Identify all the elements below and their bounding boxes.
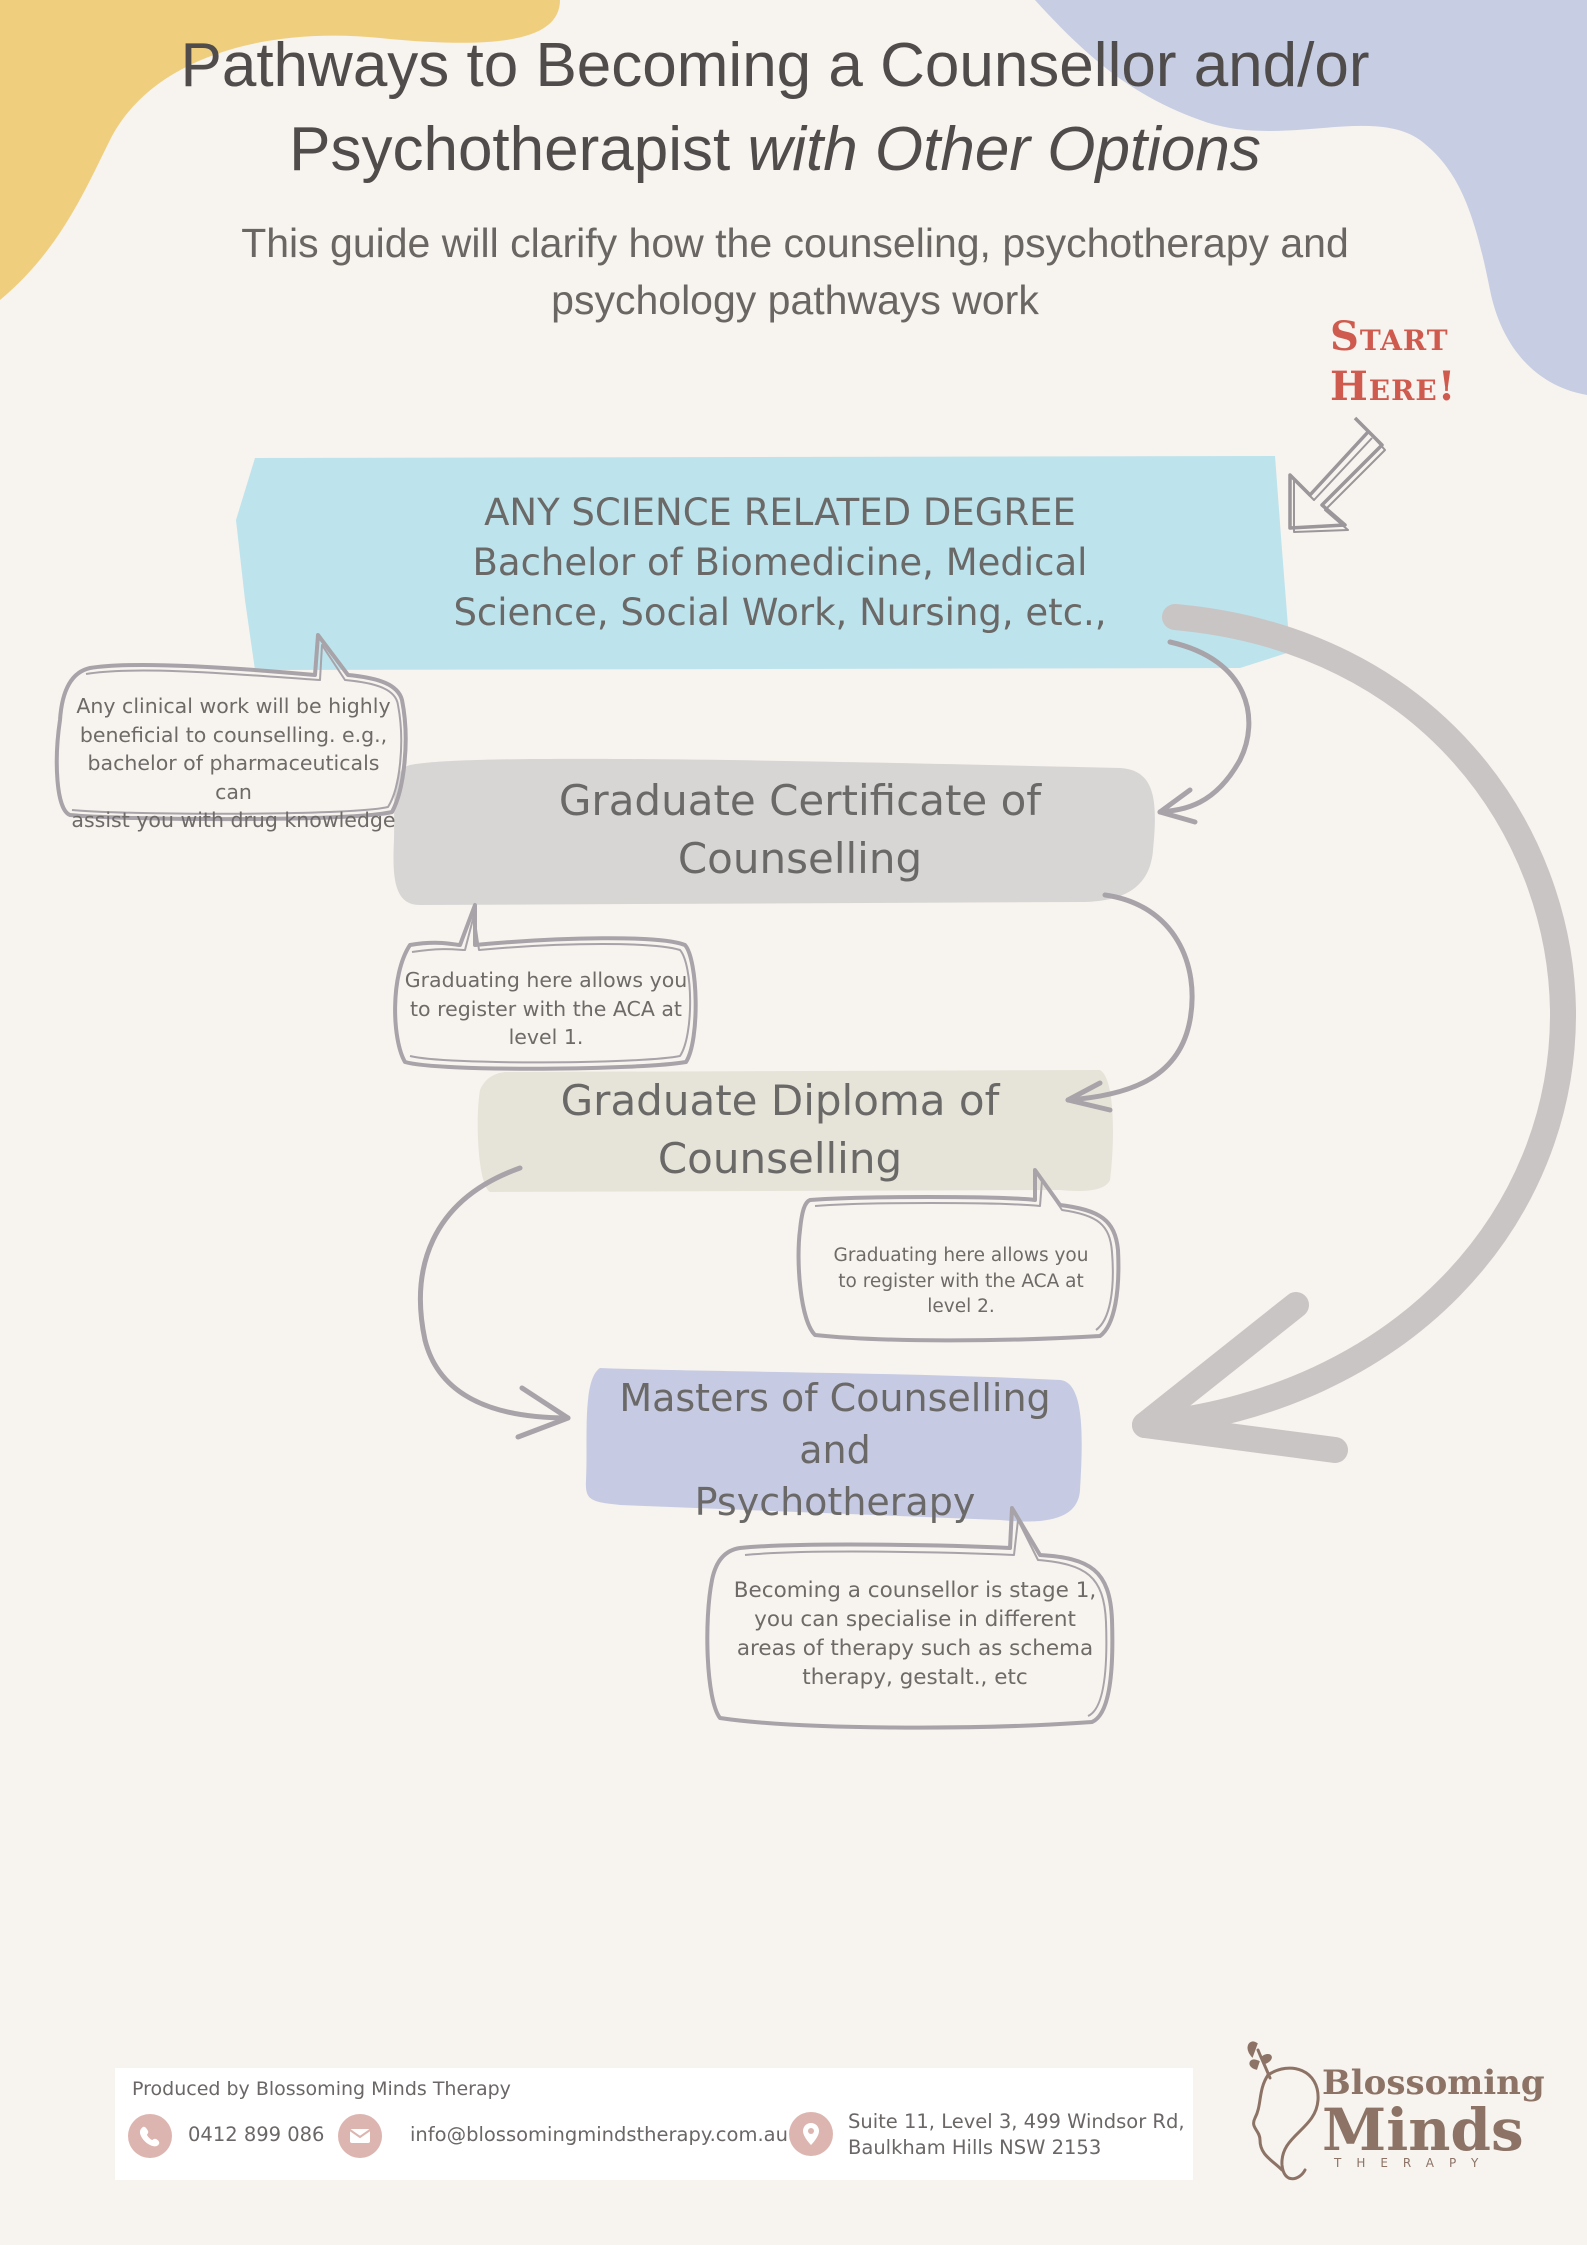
logo-text-blossoming: Blossoming xyxy=(1322,2063,1545,2103)
step-box-science-degree xyxy=(236,456,1290,670)
note-3-line-1: Graduating here allows you xyxy=(833,1245,1089,1266)
envelope-icon-glyph xyxy=(349,2129,371,2143)
note-clinical-work: Any clinical work will be highly benefic… xyxy=(66,692,401,835)
footer-produced-by: Produced by Blossoming Minds Therapy xyxy=(132,2078,511,2100)
speech-bubble-outlines xyxy=(54,633,1121,1730)
step-2-line-2: Counselling xyxy=(677,834,923,883)
bubble-aca-level1 xyxy=(393,903,698,1071)
step-graduate-diploma: Graduate Diploma of Counselling xyxy=(480,1070,1080,1190)
start-label-line-2: Here! xyxy=(1330,363,1457,410)
step-1-line-1: ANY SCIENCE RELATED DEGREE xyxy=(484,491,1076,534)
step-4-line-2: Psychotherapy xyxy=(694,1480,976,1524)
note-4-line-3: areas of therapy such as schema xyxy=(736,1636,1094,1661)
note-1-line-3: bachelor of pharmaceuticals can xyxy=(87,751,380,804)
logo-mark xyxy=(1247,2041,1320,2181)
note-2-line-1: Graduating here allows you xyxy=(404,968,688,992)
bubble-aca-level2 xyxy=(796,1168,1121,1343)
note-4-line-2: you can specialise in different xyxy=(754,1607,1076,1632)
footer-email[interactable]: info@blossomingmindstherapy.com.au xyxy=(410,2123,788,2146)
note-3-line-3: level 2. xyxy=(927,1296,995,1317)
step-1-line-2: Bachelor of Biomedicine, Medical xyxy=(472,541,1088,584)
phone-icon xyxy=(128,2114,172,2158)
yellow-blob xyxy=(0,0,560,300)
step-3-line-1: Graduate Diploma of xyxy=(560,1076,1000,1125)
note-aca-level-2: Graduating here allows you to register w… xyxy=(826,1243,1096,1320)
start-here-arrow xyxy=(1288,416,1386,533)
note-aca-level-1: Graduating here allows you to register w… xyxy=(404,966,688,1052)
footer-phone[interactable]: 0412 899 086 xyxy=(188,2123,325,2146)
note-2-line-3: level 1. xyxy=(508,1025,584,1049)
arrow-diploma-to-masters xyxy=(417,1165,571,1421)
start-label-line-1: Start xyxy=(1330,313,1449,360)
title-line-2-plain: Psychotherapist xyxy=(289,115,748,184)
note-4-line-1: Becoming a counsellor is stage 1, xyxy=(733,1578,1097,1603)
step-1-line-3: Science, Social Work, Nursing, etc., xyxy=(453,591,1107,634)
note-1-line-4: assist you with drug knowledge xyxy=(71,808,396,832)
note-3-line-2: to register with the ACA at xyxy=(838,1270,1084,1292)
subtitle-line-1: This guide will clarify how the counseli… xyxy=(241,220,1349,266)
step-2-line-1: Graduate Certificate of xyxy=(558,776,1042,825)
footer-address-line-1: Suite 11, Level 3, 499 Windsor Rd, xyxy=(848,2110,1185,2133)
title-line-2: Psychotherapist with Other Options xyxy=(100,108,1450,192)
page-title: Pathways to Becoming a Counsellor and/or… xyxy=(100,24,1450,192)
step-box-masters xyxy=(585,1368,1082,1522)
arrow-certificate-to-diploma xyxy=(1065,892,1195,1103)
footer-address: Suite 11, Level 3, 499 Windsor Rd, Baulk… xyxy=(848,2109,1185,2161)
note-4-line-4: therapy, gestalt., etc xyxy=(802,1665,1028,1690)
phone-icon-glyph xyxy=(139,2126,160,2147)
bubble-clinical-work xyxy=(54,633,408,822)
note-2-line-2: to register with the ACA at xyxy=(410,996,682,1021)
lavender-blob xyxy=(1035,0,1587,395)
step-masters: Masters of Counselling and Psychotherapy xyxy=(590,1376,1080,1524)
page-subtitle: This guide will clarify how the counseli… xyxy=(150,215,1440,329)
logo-text-minds: Minds xyxy=(1322,2096,1524,2164)
subtitle-line-2: psychology pathways work xyxy=(551,277,1039,323)
title-line-2-italic: with Other Options xyxy=(747,115,1261,184)
note-1-line-1: Any clinical work will be highly xyxy=(76,694,391,718)
location-pin-icon-glyph xyxy=(803,2123,819,2145)
logo-text-therapy: THERAPY xyxy=(1334,2156,1494,2170)
step-box-graduate-certificate xyxy=(393,758,1155,905)
flow-arrows xyxy=(417,639,1252,1440)
bubble-stage1 xyxy=(705,1506,1115,1730)
step-science-degree: ANY SCIENCE RELATED DEGREE Bachelor of B… xyxy=(420,488,1140,638)
big-curved-arrow xyxy=(1132,604,1577,1463)
location-pin-icon xyxy=(789,2112,833,2156)
note-1-line-2: beneficial to counselling. e.g., xyxy=(79,722,388,747)
start-here-label: Start Here! xyxy=(1330,312,1510,412)
step-graduate-certificate: Graduate Certificate of Counselling xyxy=(440,770,1160,890)
arrow-degree-to-certificate xyxy=(1157,639,1252,815)
step-4-line-1: Masters of Counselling and xyxy=(619,1376,1051,1472)
footer-panel xyxy=(115,2068,1193,2180)
footer-address-line-2: Baulkham Hills NSW 2153 xyxy=(848,2136,1102,2159)
step-box-graduate-diploma xyxy=(477,1070,1113,1192)
step-3-line-2: Counselling xyxy=(657,1134,903,1183)
envelope-icon xyxy=(338,2114,382,2158)
note-stage-1: Becoming a counsellor is stage 1, you ca… xyxy=(730,1576,1100,1692)
title-line-1: Pathways to Becoming a Counsellor and/or xyxy=(180,31,1370,100)
